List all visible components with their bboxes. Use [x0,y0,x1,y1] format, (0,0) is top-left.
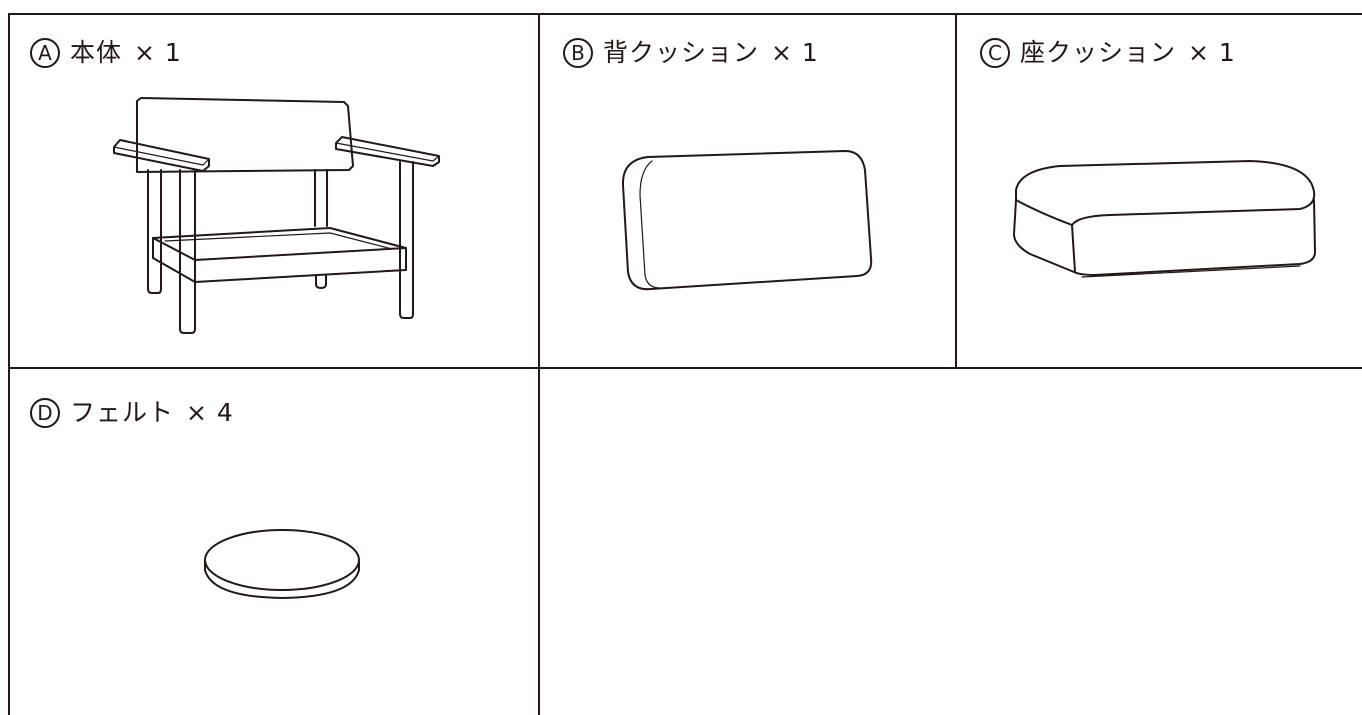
felt-pad-icon [204,529,360,599]
part-quantity: × 4 [186,398,234,427]
part-title-c: C 座クッション × 1 [980,38,1236,68]
part-title-b: B 背クッション × 1 [563,38,819,68]
part-letter-badge: A [30,38,60,68]
back-cushion-icon [621,150,873,291]
part-letter-badge: B [563,38,593,68]
column-divider-2 [955,13,957,368]
seat-cushion-icon [1013,160,1316,278]
row-divider [8,367,1362,369]
column-divider-1 [538,13,540,715]
top-border [8,13,1362,15]
part-name: フェルト [70,398,175,427]
empty-cell [540,369,1362,715]
part-name: 座クッション [1020,38,1177,67]
part-title-d: D フェルト × 4 [30,398,234,428]
left-border [8,13,10,715]
part-quantity: × 1 [134,38,182,67]
part-title-a: A 本体 × 1 [30,38,182,68]
part-quantity: × 1 [1188,38,1236,67]
part-letter-badge: C [980,38,1010,68]
part-name: 背クッション [603,38,760,67]
chair-frame-icon [113,97,440,334]
part-name: 本体 [70,38,123,67]
part-quantity: × 1 [771,38,819,67]
part-letter-badge: D [30,398,60,428]
